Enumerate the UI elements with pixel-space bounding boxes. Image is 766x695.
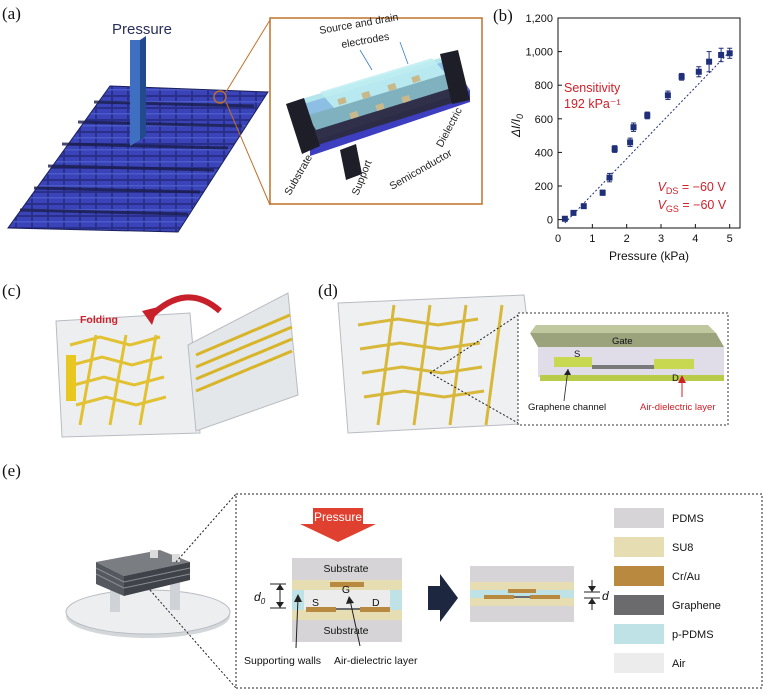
data-point (706, 58, 713, 65)
y-tick-label: 1,000 (525, 47, 553, 59)
y-tick-label: 0 (547, 215, 553, 227)
panel-d-sheet (337, 294, 541, 434)
folding-base-sheet (55, 312, 201, 438)
data-point (664, 92, 671, 99)
legend-swatch (614, 537, 664, 557)
legend-swatch (614, 624, 664, 644)
x-tick-label: 2 (624, 233, 630, 245)
data-point (627, 139, 634, 146)
panel-e-figure: Pressure Substrate G S D Substrate d0 Su… (65, 493, 763, 689)
panel-e-supporting-walls: Supporting walls (244, 655, 321, 667)
panel-d-graphene-label: Graphene channel (528, 402, 606, 413)
panel-d-d-label: D (672, 373, 679, 384)
panel-e-substrate-top: Substrate (324, 563, 369, 575)
panel-e-s-label: S (312, 597, 319, 609)
panel-e-g-label: G (342, 584, 350, 596)
legend-label: SU8 (672, 542, 693, 554)
panel-d-air-label: Air-dielectric layer (640, 402, 716, 413)
x-axis-label: Pressure (kPa) (609, 249, 689, 263)
sensitivity-label: Sensitivity (564, 81, 621, 95)
legend-label: PDMS (672, 513, 704, 525)
legend-label: Air (672, 658, 686, 670)
data-point (644, 112, 651, 119)
data-point (606, 174, 613, 181)
sensitivity-value: 192 kPa⁻¹ (564, 97, 621, 111)
panel-e-pressure-label: Pressure (314, 510, 362, 524)
panel-e-substrate-bottom: Substrate (324, 625, 369, 637)
data-point (726, 50, 733, 57)
x-tick-label: 4 (692, 233, 698, 245)
legend-label: Cr/Au (672, 571, 700, 583)
panel-label-c: (c) (2, 281, 21, 300)
panel-a-pressure-label: Pressure (112, 21, 172, 38)
panel-e-d-label: D (372, 597, 380, 609)
data-point (630, 124, 637, 131)
legend-swatch (614, 566, 664, 586)
panel-a-figure: Pressure Source and drain electrodes Die… (7, 11, 483, 233)
panel-c-figure: Folding (55, 292, 299, 438)
vgs-label: VGS = −60 V (658, 198, 727, 214)
legend-label: p-PDMS (672, 629, 714, 641)
cross-section-after (470, 566, 574, 622)
data-point (570, 209, 577, 216)
panel-e-device-stack (96, 550, 190, 576)
folding-flap (187, 292, 299, 432)
panel-label-d: (d) (318, 281, 338, 300)
legend-swatch (614, 653, 664, 673)
data-point (561, 215, 568, 222)
legend-label: Graphene (672, 600, 721, 612)
panel-e-air-dielectric: Air-dielectric layer (334, 655, 418, 667)
y-tick-label: 400 (535, 147, 553, 159)
transition-arrow-icon (428, 574, 458, 622)
y-tick-label: 600 (535, 114, 553, 126)
cross-section-before (292, 558, 402, 642)
x-tick-label: 1 (589, 233, 595, 245)
y-tick-label: 200 (535, 181, 553, 193)
data-point (611, 146, 618, 153)
x-tick-label: 3 (658, 233, 664, 245)
x-tick-label: 5 (727, 233, 733, 245)
y-tick-label: 800 (535, 80, 553, 92)
data-point (580, 203, 587, 210)
sensor-array-sheet (7, 85, 269, 233)
data-point (718, 51, 725, 58)
panel-e-d-label-2: d (602, 589, 609, 603)
chart-frame (557, 17, 741, 229)
panel-label-e: (e) (2, 461, 21, 480)
data-point (695, 68, 702, 75)
pressure-pillar (130, 40, 140, 146)
panel-d-gate-label: Gate (612, 336, 633, 347)
x-tick-label: 0 (555, 233, 561, 245)
y-tick-label: 1,200 (525, 13, 553, 25)
legend-swatch (614, 508, 664, 528)
data-point (599, 189, 606, 196)
panel-label-b: (b) (493, 6, 513, 25)
panel-d-s-label: S (574, 349, 580, 360)
panel-label-a: (a) (2, 4, 21, 23)
panel-e-d0-label: d0 (254, 590, 266, 606)
panel-c-folding-label: Folding (80, 314, 118, 326)
vds-label: VDS = −60 V (658, 180, 727, 196)
data-point (678, 73, 685, 80)
panel-d-figure: Gate S D Graphene channel Air-dielectric… (337, 294, 729, 434)
folding-arrow-icon (147, 294, 222, 320)
y-axis-label: ΔI/I0 (509, 114, 525, 138)
legend-swatch (614, 595, 664, 615)
